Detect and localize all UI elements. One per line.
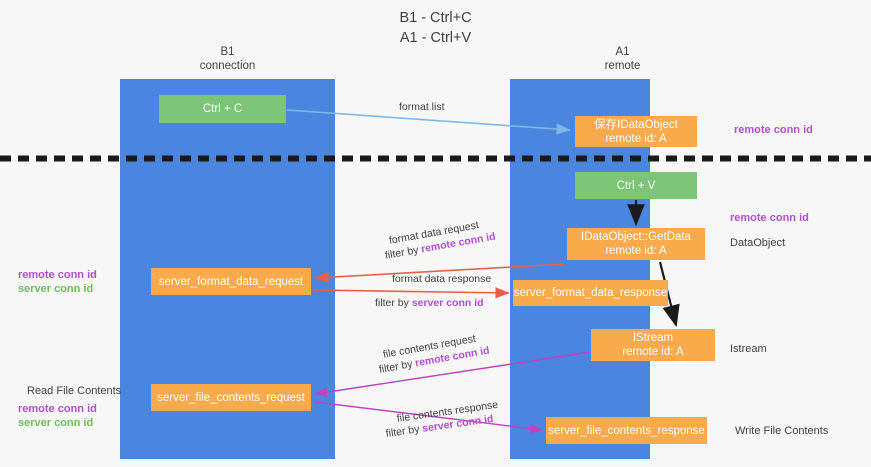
box-getdata-line1: IDataObject::GetData [581,231,691,243]
box-istream-line2: remote id: A [622,346,684,358]
title-line-2: A1 - Ctrl+V [399,30,472,46]
annotation-left-remote-conn-id-1: remote conn id [18,269,97,281]
annotation-left-server-conn-id-1: server conn id [18,283,94,295]
lane-header-b1: B1 connection [145,46,310,73]
box-server-file-contents-request-label: server_file_contents_request [157,391,305,404]
lane-b1-subtitle: connection [199,59,256,72]
box-idataobject-getdata[interactable]: IDataObject::GetData remote id: A [567,228,705,260]
annotation-read-file-contents: Read File Contents [27,385,122,397]
annotation-left-conn-ids-2: remote conn id server conn id [18,402,97,430]
page-title: B1 - Ctrl+C A1 - Ctrl+V [0,8,871,48]
box-ctrl-v-label: Ctrl + V [616,179,656,192]
edge-label-format-list: format list [399,101,445,114]
lane-a1-subtitle: remote [604,59,641,72]
lane-a1-title: A1 [615,46,630,58]
box-istream-line1: IStream [632,332,674,344]
phase-separator [0,155,871,162]
filter-prefix: filter by [385,422,424,440]
box-server-file-contents-request[interactable]: server_file_contents_request [151,384,311,411]
box-ctrl-c[interactable]: Ctrl + C [159,95,286,123]
lane-header-a1: A1 remote [540,46,705,73]
filter-prefix: filter by [375,297,412,309]
annotation-dataobject: DataObject [730,237,786,249]
box-server-format-data-request-label: server_format_data_request [158,275,304,288]
annotation-left-conn-ids-1: remote conn id server conn id [18,268,97,296]
lane-b1-title: B1 [220,46,235,58]
edge-label-format-data-response-filter: filter by server conn id [375,297,484,310]
annotation-write-file-contents: Write File Contents [735,425,829,437]
box-ctrl-c-label: Ctrl + C [202,103,243,115]
box-server-file-contents-response[interactable]: server_file_contents_response [546,417,707,444]
annotation-istream: Istream [730,343,767,355]
filter-key-server-conn-id: server conn id [411,297,484,309]
box-server-format-data-request[interactable]: server_format_data_request [151,268,311,295]
edge-label-format-list-text: format list [399,101,445,113]
box-server-format-data-response-label: server_format_data_response [513,287,668,299]
annotation-left-server-conn-id-2: server conn id [18,417,94,429]
title-line-1: B1 - Ctrl+C [399,10,472,26]
box-istream[interactable]: IStream remote id: A [591,329,715,361]
edge-label-format-data-response-text: format data response [392,273,492,285]
box-server-file-contents-response-label: server_file_contents_response [548,424,705,437]
box-getdata-line2: remote id: A [605,245,667,257]
box-ctrl-v[interactable]: Ctrl + V [575,172,697,199]
box-save-idataobject-line1: 保存IDataObject [594,118,678,131]
annotation-left-remote-conn-id-2: remote conn id [18,403,97,415]
annotation-remote-conn-id-top: remote conn id [734,124,813,136]
edge-label-format-data-response: format data response [392,273,491,286]
box-server-format-data-response[interactable]: server_format_data_response [513,280,668,306]
box-save-idataobject-line2: remote id: A [605,132,667,145]
annotation-remote-conn-id-mid: remote conn id [730,212,809,224]
box-save-idataobject[interactable]: 保存IDataObject remote id: A [575,116,697,147]
